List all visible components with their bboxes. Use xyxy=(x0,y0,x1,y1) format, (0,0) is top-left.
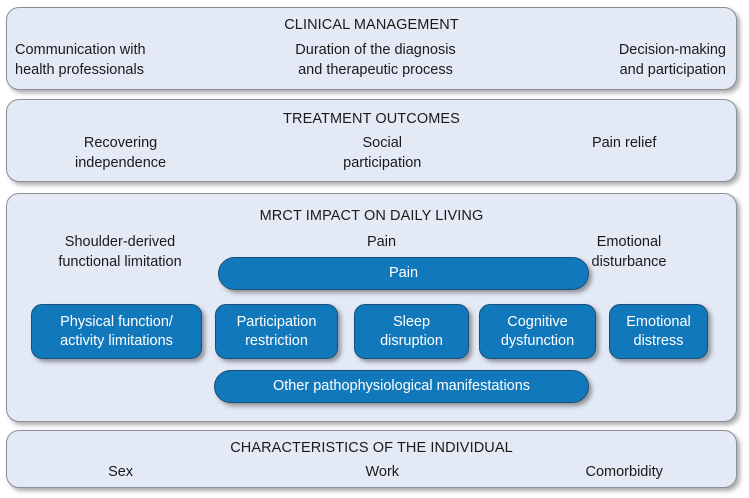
clinical-management-col-communication: Communication with health professionals xyxy=(15,42,146,78)
panel-title-clinical-management: CLINICAL MANAGEMENT xyxy=(284,17,459,33)
mrct-impact-col-pain: Pain xyxy=(366,234,397,250)
mrct-impact-col-emotional-disturbance: Emotional disturbance xyxy=(591,234,667,270)
treatment-outcomes-col-recovering-independence: Recovering independence xyxy=(75,135,167,171)
domain-box-emotional-distress[interactable]: Emotional distress xyxy=(609,304,708,359)
clinical-management-col-decision-making: Decision-making and participation xyxy=(618,42,726,78)
panel-title-treatment-outcomes: TREATMENT OUTCOMES xyxy=(283,111,460,127)
mrct-impact-col-shoulder-derived: Shoulder-derived functional limitation xyxy=(58,234,182,270)
panel-characteristics: CHARACTERISTICS OF THE INDIVIDUAL Sex Wo… xyxy=(6,430,737,488)
characteristics-col-work: Work xyxy=(365,464,400,480)
treatment-outcomes-col-social-participation: Social participation xyxy=(343,135,422,171)
panel-title-mrct-impact: MRCT IMPACT ON DAILY LIVING xyxy=(259,208,484,224)
treatment-outcomes-col-pain-relief: Pain relief xyxy=(591,135,657,151)
panel-clinical-management: CLINICAL MANAGEMENT Communication with h… xyxy=(6,7,737,90)
characteristics-col-sex: Sex xyxy=(108,464,134,480)
mrct-impact-columns: Shoulder-derived functional limitation P… xyxy=(7,232,736,272)
treatment-outcomes-columns: Recovering independence Social participa… xyxy=(7,133,736,173)
domain-box-sleep-disruption[interactable]: Sleep disruption xyxy=(354,304,469,359)
pain-bar[interactable]: Pain xyxy=(218,257,589,290)
characteristics-col-comorbidity: Comorbidity xyxy=(585,464,663,480)
domain-box-participation-restriction[interactable]: Participation restriction xyxy=(215,304,338,359)
clinical-management-columns: Communication with health professionals … xyxy=(7,40,736,80)
domain-box-cognitive-dysfunction[interactable]: Cognitive dysfunction xyxy=(479,304,596,359)
panel-mrct-impact: MRCT IMPACT ON DAILY LIVING Shoulder-der… xyxy=(6,193,737,422)
panel-treatment-outcomes: TREATMENT OUTCOMES Recovering independen… xyxy=(6,99,737,182)
clinical-management-col-duration: Duration of the diagnosis and therapeuti… xyxy=(295,42,456,78)
other-manifestations-bar[interactable]: Other pathophysiological manifestations xyxy=(214,370,589,403)
characteristics-columns: Sex Work Comorbidity xyxy=(7,462,736,482)
domain-box-physical-function[interactable]: Physical function/ activity limitations xyxy=(31,304,202,359)
panel-title-characteristics: CHARACTERISTICS OF THE INDIVIDUAL xyxy=(230,440,513,456)
